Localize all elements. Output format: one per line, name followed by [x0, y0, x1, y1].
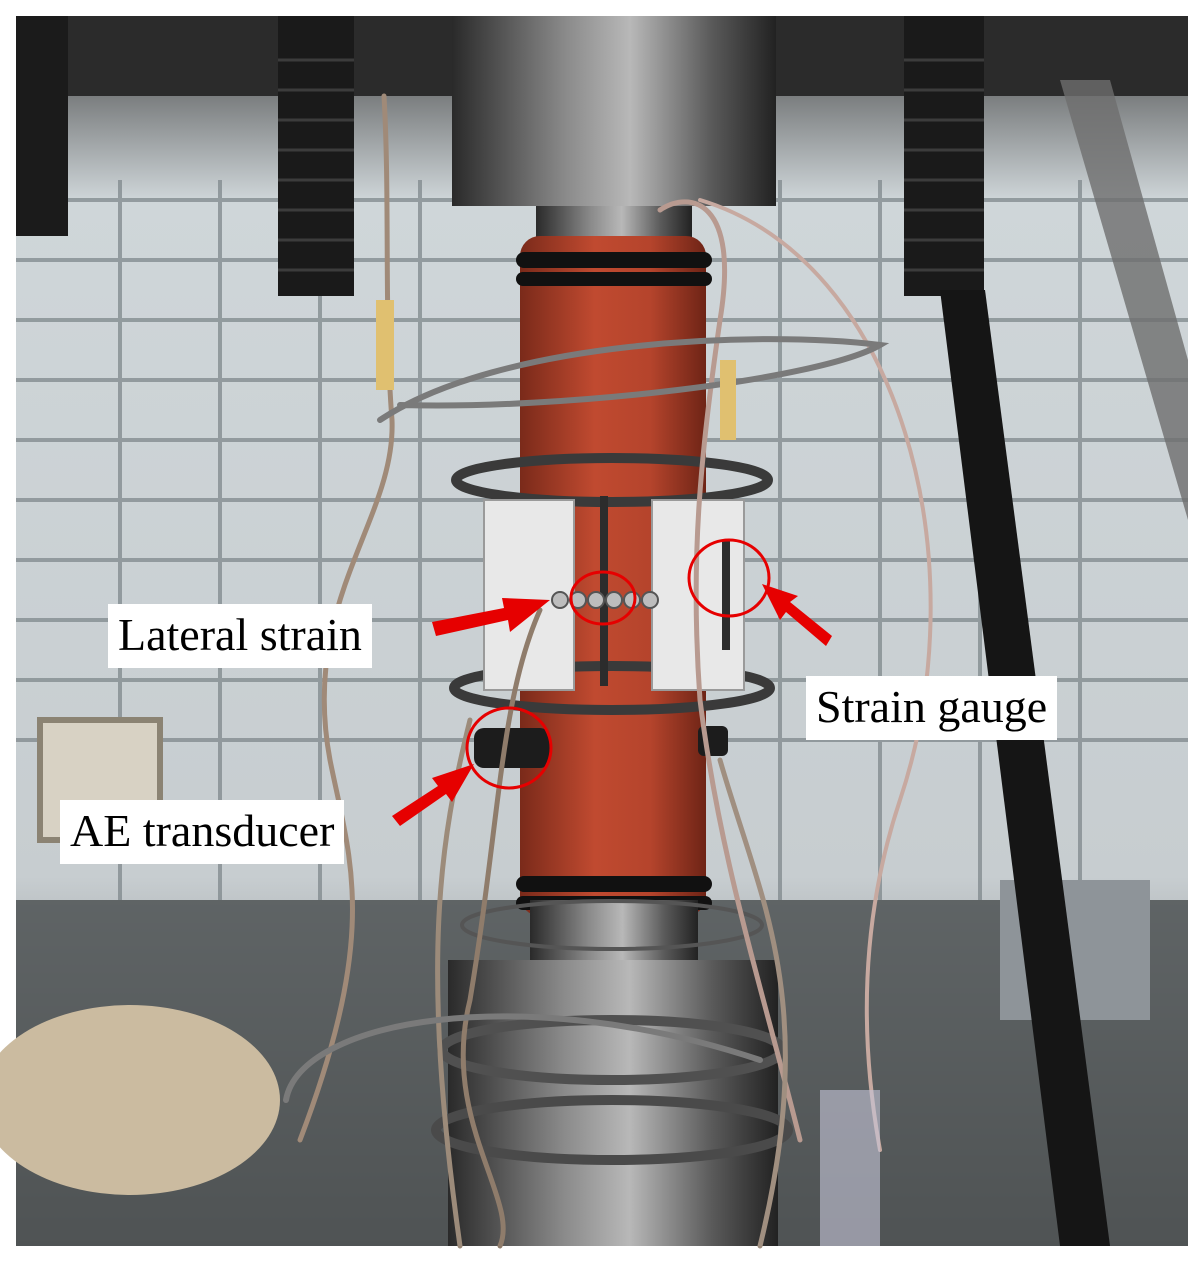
annotation-circles: [465, 538, 771, 790]
ae-transducer-label: AE transducer: [60, 800, 345, 864]
ae-transducer-circle: [465, 706, 553, 790]
upper-platen: [452, 16, 776, 256]
annotation-arrows: [392, 584, 832, 826]
lateral-strain-label: Lateral strain: [108, 604, 372, 668]
lateral-strain-circle: [569, 570, 637, 626]
lower-platen: [431, 899, 793, 1246]
strain-gauge-arrow: [762, 584, 832, 646]
extensometer-frame: [449, 453, 775, 715]
threaded-rods: [16, 16, 1188, 1246]
strain-gauge-label: Strain gauge: [806, 676, 1058, 740]
strain-gauge-circle: [687, 538, 771, 618]
lateral-strain-arrow: [432, 598, 550, 636]
ae-transducer-arrow: [392, 764, 474, 826]
